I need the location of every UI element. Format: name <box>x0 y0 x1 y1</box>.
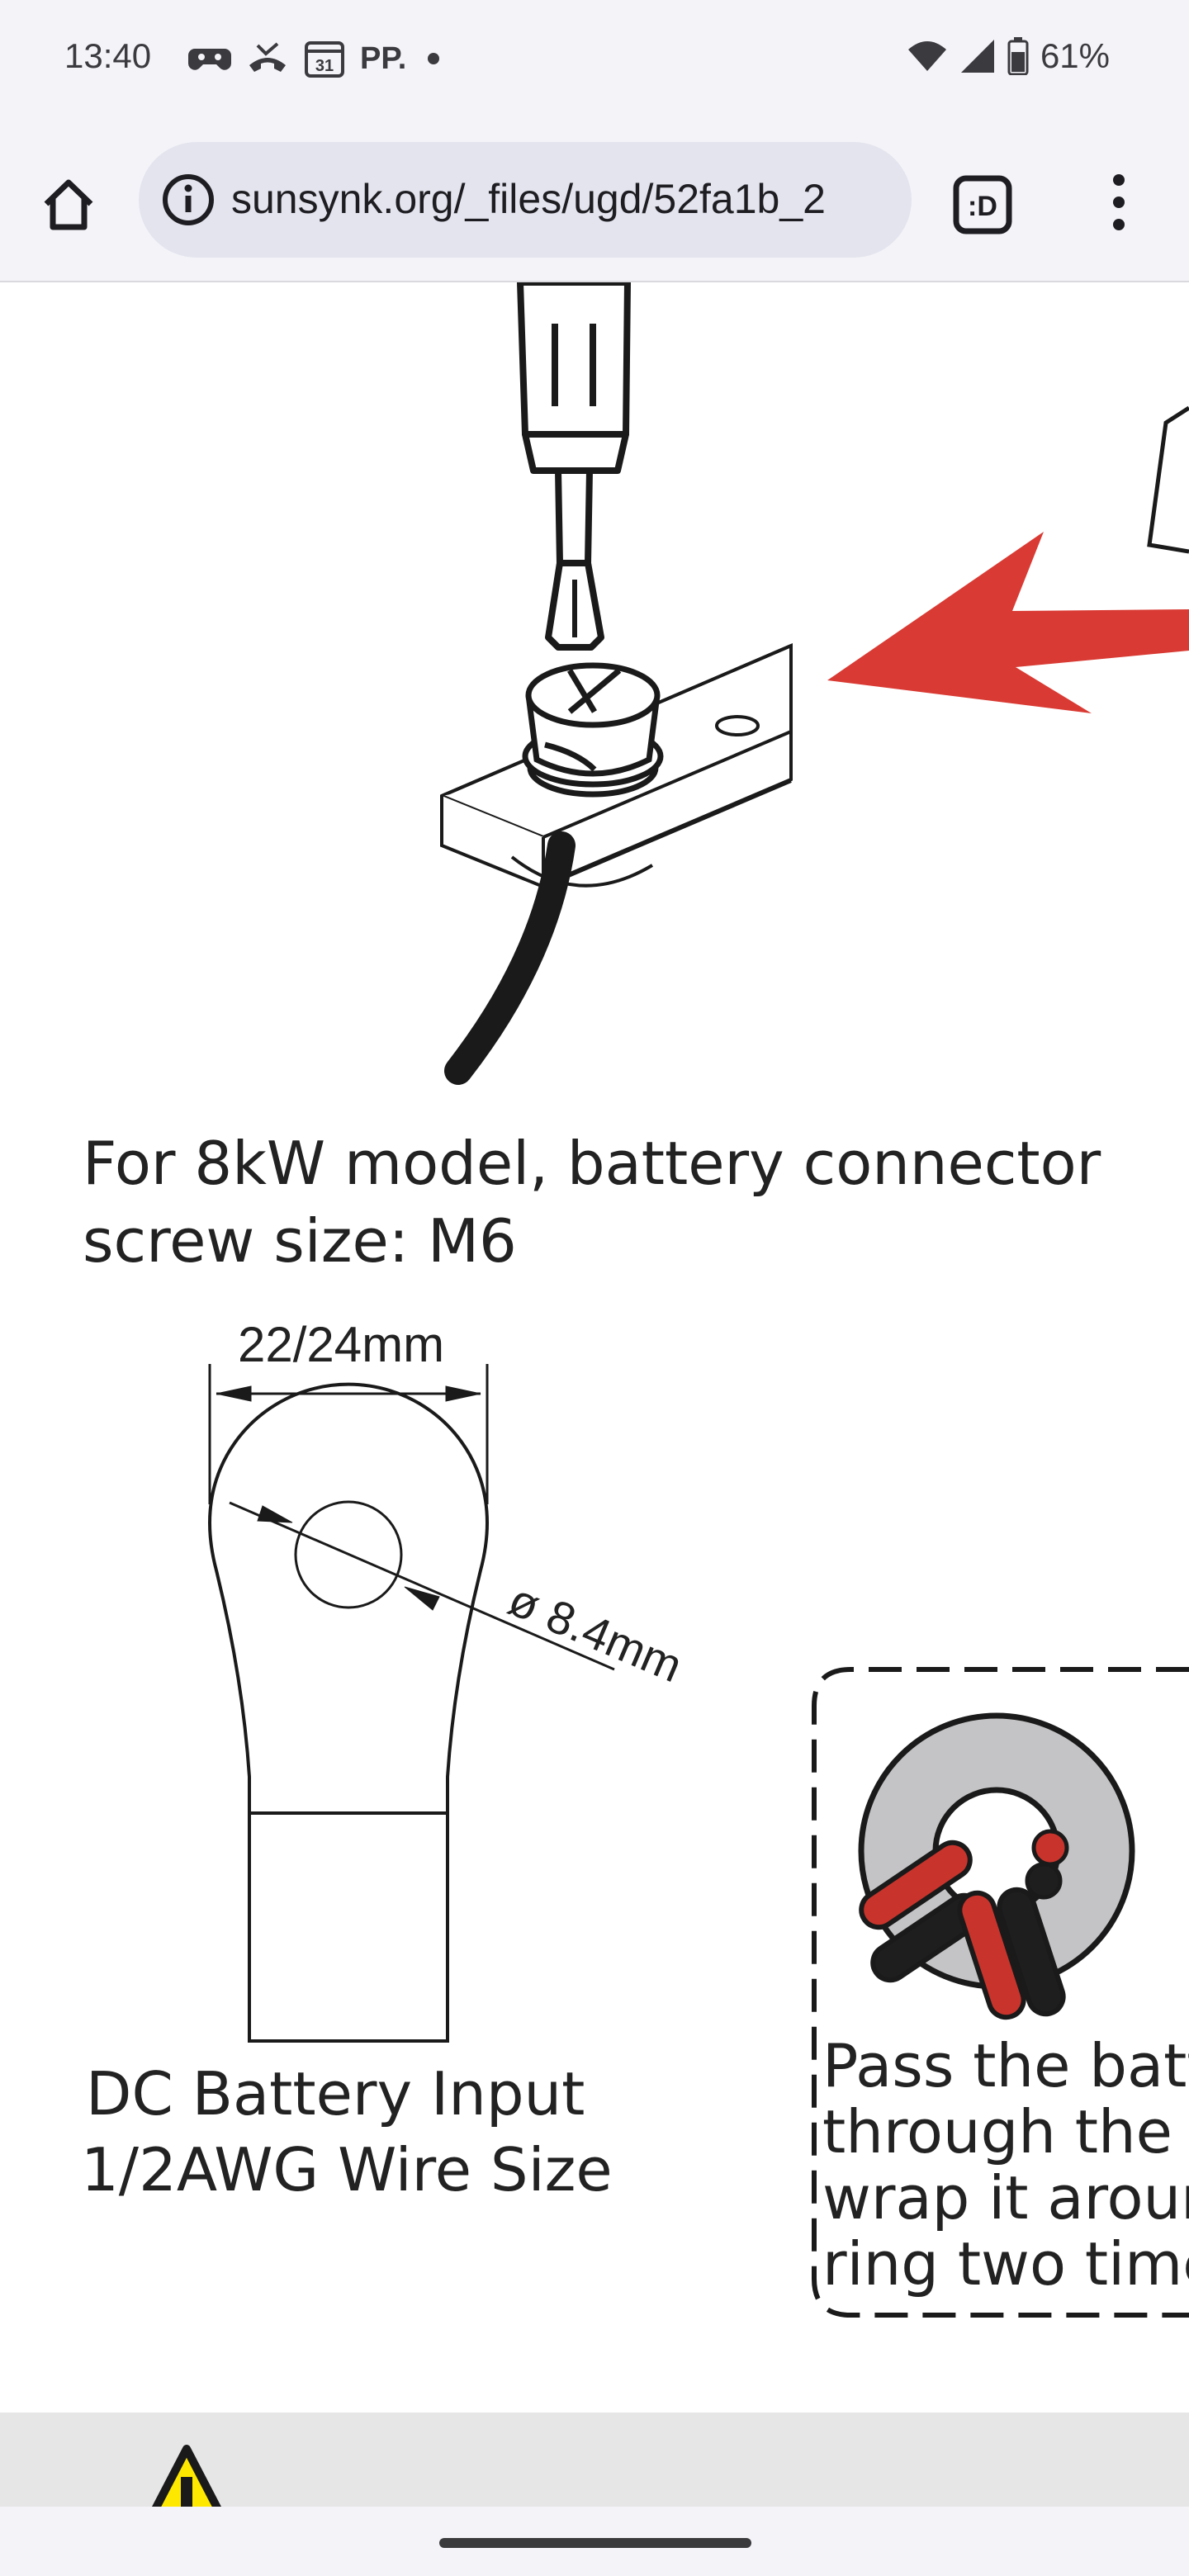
ferrite-instruction-box <box>812 1667 1189 2318</box>
calendar-day: 31 <box>315 57 334 75</box>
screwdriver-icon <box>517 282 631 651</box>
caption-screw-size-line1: For 8kW model, battery connector <box>83 1129 1101 1198</box>
info-icon[interactable] <box>157 168 220 231</box>
caption-ferrite-line4: ring two time <box>822 2229 1189 2297</box>
home-button[interactable] <box>33 169 104 240</box>
status-pp-text: PP. <box>360 40 407 76</box>
more-menu-icon[interactable] <box>1098 165 1139 239</box>
installation-illustration: ø 8.4mm <box>208 282 1189 2318</box>
wifi-icon <box>907 41 946 71</box>
warning-icon <box>152 2445 221 2507</box>
document-page[interactable]: ø 8.4mm For 8kW model, battery connector… <box>0 282 1189 2413</box>
status-right-icons: 61% <box>907 36 1110 76</box>
home-icon <box>44 179 93 230</box>
red-arrow-icon <box>827 532 1189 713</box>
inverter-corner-icon <box>1147 405 1189 554</box>
black-cable-icon <box>444 831 576 1085</box>
caption-ferrite-line1: Pass the batt <box>822 2033 1189 2100</box>
caption-wire-size-line1: DC Battery Input <box>86 2059 585 2129</box>
battery-percent: 61% <box>1040 36 1110 75</box>
caption-ferrite-line2: through the <box>822 2097 1172 2166</box>
missed-call-icon <box>249 42 286 72</box>
caption-screw-size-line2: screw size: M6 <box>83 1206 517 1276</box>
dot-icon <box>428 53 440 64</box>
signal-icon <box>960 40 994 73</box>
caption-ferrite-line3: wrap it aroun <box>822 2163 1189 2233</box>
bolt-icon <box>522 662 664 798</box>
battery-icon <box>1007 37 1029 75</box>
caption-ferrite: Pass the batt through the wrap it aroun … <box>822 2033 1189 2297</box>
status-bar: 13:40 31 PP. 61% <box>0 0 1189 124</box>
tab-switcher-label: :D <box>968 191 997 222</box>
calendar-icon: 31 <box>305 41 344 78</box>
caption-screw-size: For 8kW model, battery connector screw s… <box>83 1125 1156 1280</box>
url-bar[interactable]: sunsynk.org/_files/ugd/52fa1b_2 <box>139 142 912 258</box>
game-controller-icon <box>188 49 231 70</box>
url-text[interactable]: sunsynk.org/_files/ugd/52fa1b_2 <box>231 176 826 222</box>
browser-toolbar: sunsynk.org/_files/ugd/52fa1b_2 :D <box>0 124 1189 282</box>
caption-wire-size: DC Battery Input 1/2AWG Wire Size <box>81 2056 664 2208</box>
status-time: 13:40 <box>64 36 152 75</box>
gesture-handle[interactable] <box>439 2538 751 2548</box>
lug-width-label: 22/24mm <box>238 1317 445 1372</box>
caption-wire-size-line2: 1/2AWG Wire Size <box>81 2135 613 2204</box>
system-nav-bar <box>0 2507 1189 2576</box>
tab-switcher-button[interactable]: :D <box>950 172 1016 238</box>
ferrite-ring-icon <box>858 1712 1135 2020</box>
status-left-icons: 31 PP. <box>188 38 446 79</box>
lug-hole-label: ø 8.4mm <box>501 1573 689 1692</box>
ring-lug-drawing <box>208 1364 615 2043</box>
warning-section <box>0 2413 1189 2507</box>
